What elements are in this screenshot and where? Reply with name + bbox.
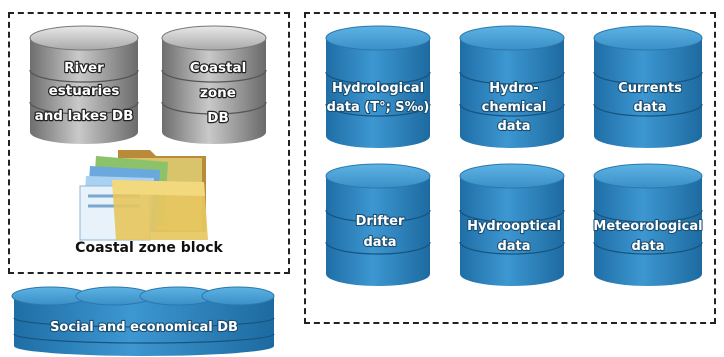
db-label-line: and lakes DB (35, 108, 134, 124)
oceanographic-data-block (304, 12, 716, 324)
db-label-line: chemical (482, 100, 547, 115)
coastal-zone-block (8, 12, 290, 274)
social-db-label: Social and economical DB (50, 320, 238, 335)
db-label-line: Meteorological (593, 219, 702, 234)
db-label-line: Hydrological (332, 81, 424, 96)
db-label-line: data (T°; S‰) (327, 100, 430, 115)
hydrooptical-data-db: Hydrooptical data (459, 163, 565, 286)
db-label-line: Hydrooptical (467, 219, 561, 234)
meteorological-data-db: Meteorological data (592, 163, 704, 286)
coastal-block-caption: Coastal zone block (75, 240, 223, 256)
db-label-line: Drifter (356, 214, 405, 229)
db-label-line: data (631, 239, 664, 254)
db-label-line: Hydro- (489, 81, 538, 96)
db-label-line: data (633, 100, 666, 115)
hydrological-data-db: Hydrological data (T°; S‰) (325, 25, 431, 148)
db-label-line: zone (200, 85, 236, 101)
river-estuaries-lakes-db: River estuaries and lakes DB (29, 25, 139, 144)
db-label-line: Currents (618, 81, 682, 96)
db-label-line: Coastal (190, 60, 247, 76)
db-label-line: River (64, 60, 104, 76)
db-label-line: data (497, 239, 530, 254)
db-label-line: estuaries (49, 83, 120, 99)
hydro-chemical-data-db: Hydro- chemical data (459, 25, 565, 148)
currents-data-db: Currents data (593, 25, 703, 148)
social-economical-db: Social and economical DB (11, 286, 275, 356)
folder-stack-icon (79, 150, 208, 241)
db-label-line: DB (207, 110, 229, 126)
db-label-line: data (497, 119, 530, 134)
db-label-line: data (363, 235, 396, 250)
drifter-data-db: Drifter data (325, 163, 431, 286)
coastal-zone-db: Coastal zone DB (161, 25, 267, 144)
